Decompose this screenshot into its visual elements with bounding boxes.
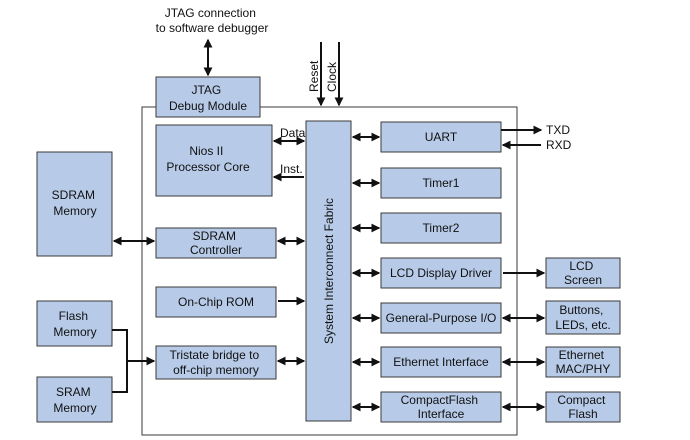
sram-memory-label: SRAM Memory (53, 385, 96, 415)
system-boundary (141, 106, 518, 436)
inst-label: Inst. (280, 162, 303, 176)
nios-ii-processor-core (155, 124, 273, 197)
sdram-memory-label: SDRAM Memory (52, 188, 99, 218)
sdram-controller-label: SDRAM Controller (190, 229, 242, 257)
lcd-screen-label: LCD Screen (564, 259, 602, 287)
fabric-label: System Interconnect Fabric (322, 198, 336, 344)
timer1 (380, 167, 502, 199)
lcd-screen (545, 257, 621, 289)
txd-label: TXD (546, 123, 570, 137)
on-chip-rom (155, 286, 277, 318)
buttons-leds (545, 300, 621, 335)
sram-memory (36, 376, 113, 423)
tristate-bridge-label: Tristate bridge to off-chip memory (170, 348, 263, 377)
compactflash-interface (380, 391, 502, 423)
ethernet-mac-phy (545, 346, 621, 378)
reset-label: Reset (307, 60, 321, 92)
compact-flash-card (545, 391, 621, 423)
buttons-leds-label: Buttons, LEDs, etc. (555, 303, 610, 332)
compact-flash-card-label: Compact Flash (557, 393, 608, 421)
ethernet-interface (380, 346, 502, 378)
nios-ii-label: Nios II Processor Core (166, 144, 250, 174)
uart-label: UART (425, 130, 458, 144)
jtag-debug-module (155, 76, 261, 118)
sdram-controller (155, 227, 277, 259)
on-chip-rom-label: On-Chip ROM (178, 295, 254, 309)
data-label: Data (280, 126, 306, 140)
lcd-display-driver-label: LCD Display Driver (390, 266, 492, 280)
uart (380, 121, 502, 153)
flash-memory-label: Flash Memory (53, 309, 96, 339)
compactflash-interface-label: CompactFlash Interface (401, 393, 482, 421)
system-interconnect-fabric (305, 120, 352, 422)
timer2 (380, 212, 502, 244)
jtag-connection-label: JTAG connection to software debugger (156, 6, 269, 35)
jtag-debug-module-label: JTAG Debug Module (169, 83, 247, 113)
lcd-display-driver (380, 257, 502, 289)
ethernet-interface-label: Ethernet Interface (393, 355, 489, 369)
general-purpose-io-label: General-Purpose I/O (386, 311, 497, 325)
general-purpose-io (380, 302, 502, 334)
clock-label: Clock (325, 61, 339, 92)
timer2-label: Timer2 (423, 221, 460, 235)
timer1-label: Timer1 (423, 176, 460, 190)
flash-memory (36, 300, 113, 347)
sdram-memory (36, 151, 113, 257)
ethernet-mac-phy-label: Ethernet MAC/PHY (556, 348, 611, 376)
rxd-label: RXD (546, 138, 572, 152)
flash-sram-bus (112, 329, 154, 393)
